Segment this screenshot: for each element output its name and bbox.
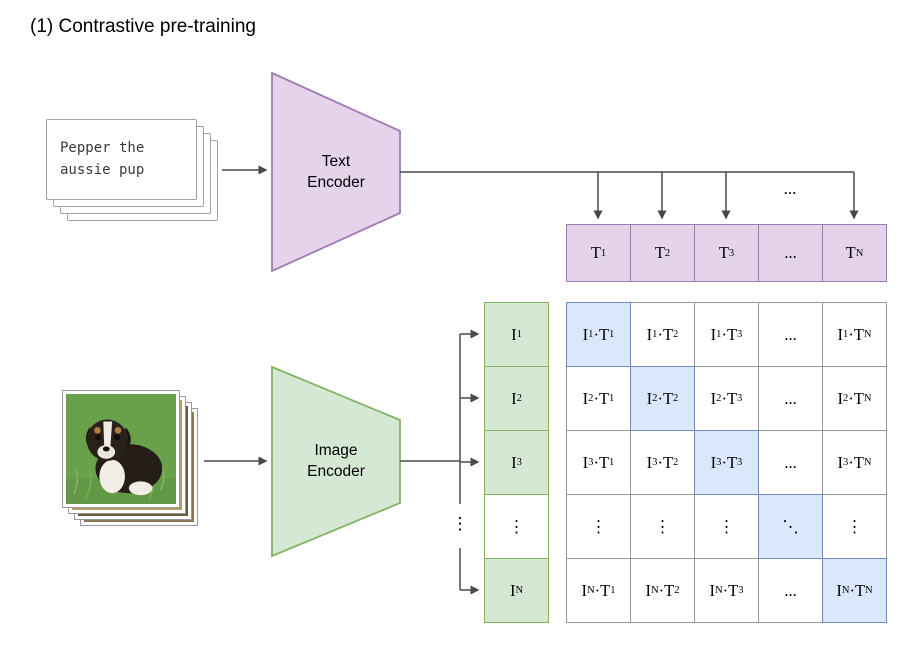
puppy-blaze [103,421,113,449]
text-input-caption-line-1: Pepper the [60,139,145,156]
text-input-caption: Pepper the aussie pup [47,120,196,199]
image-embedding-cell-4: ⋮ [484,494,549,559]
matrix-cell-r4c4: ⋱ [758,494,823,559]
matrix-cell-r5c4: ... [758,558,823,623]
puppy-nose [102,446,110,452]
text-encoder-label-line-2: Encoder [307,174,365,191]
matrix-cell-r3c4: ... [758,430,823,495]
image-encoder-label: Image Encoder [272,440,400,482]
puppy-eyebrow-right [114,427,122,434]
matrix-cell-r2c4: ... [758,366,823,431]
image-input-photo-stack [62,390,202,530]
text-encoder-shape [271,71,401,273]
puppy-chest [99,459,125,494]
text-embedding-cell-4: ... [758,224,823,282]
puppy-eyebrow-left [94,427,101,434]
text-encoder-label-line-1: Text [321,153,351,170]
page-title: (1) Contrastive pre-training [30,16,256,37]
matrix-cell-r4c1: ⋮ [566,494,631,559]
puppy-photo-illustration [66,394,176,504]
text-input-card: Pepper the aussie pup [46,119,197,200]
image-encoder-label-line-1: Image [314,442,358,459]
matrix-cell-r1c4: ... [758,302,823,367]
text-encoder-label: Text Encoder [272,151,400,193]
matrix-cell-r4c2: ⋮ [630,494,695,559]
puppy-muzzle [97,445,116,459]
image-encoder-label-line-2: Encoder [307,463,365,480]
text-input-caption-line-2: aussie pup [60,161,145,178]
matrix-cell-r4c3: ⋮ [694,494,759,559]
image-branch-ellipsis: ⋮ [451,514,469,533]
text-branch-ellipsis: ... [783,179,797,198]
puppy-eye-left [95,434,102,441]
puppy-eye-right [114,434,121,441]
image-encoder-shape [271,365,401,558]
puppy-paw [128,481,153,496]
puppy-photo [62,390,180,508]
text-input-card-stack: Pepper the aussie pup [46,119,221,225]
matrix-cell-r4c5: ⋮ [822,494,887,559]
